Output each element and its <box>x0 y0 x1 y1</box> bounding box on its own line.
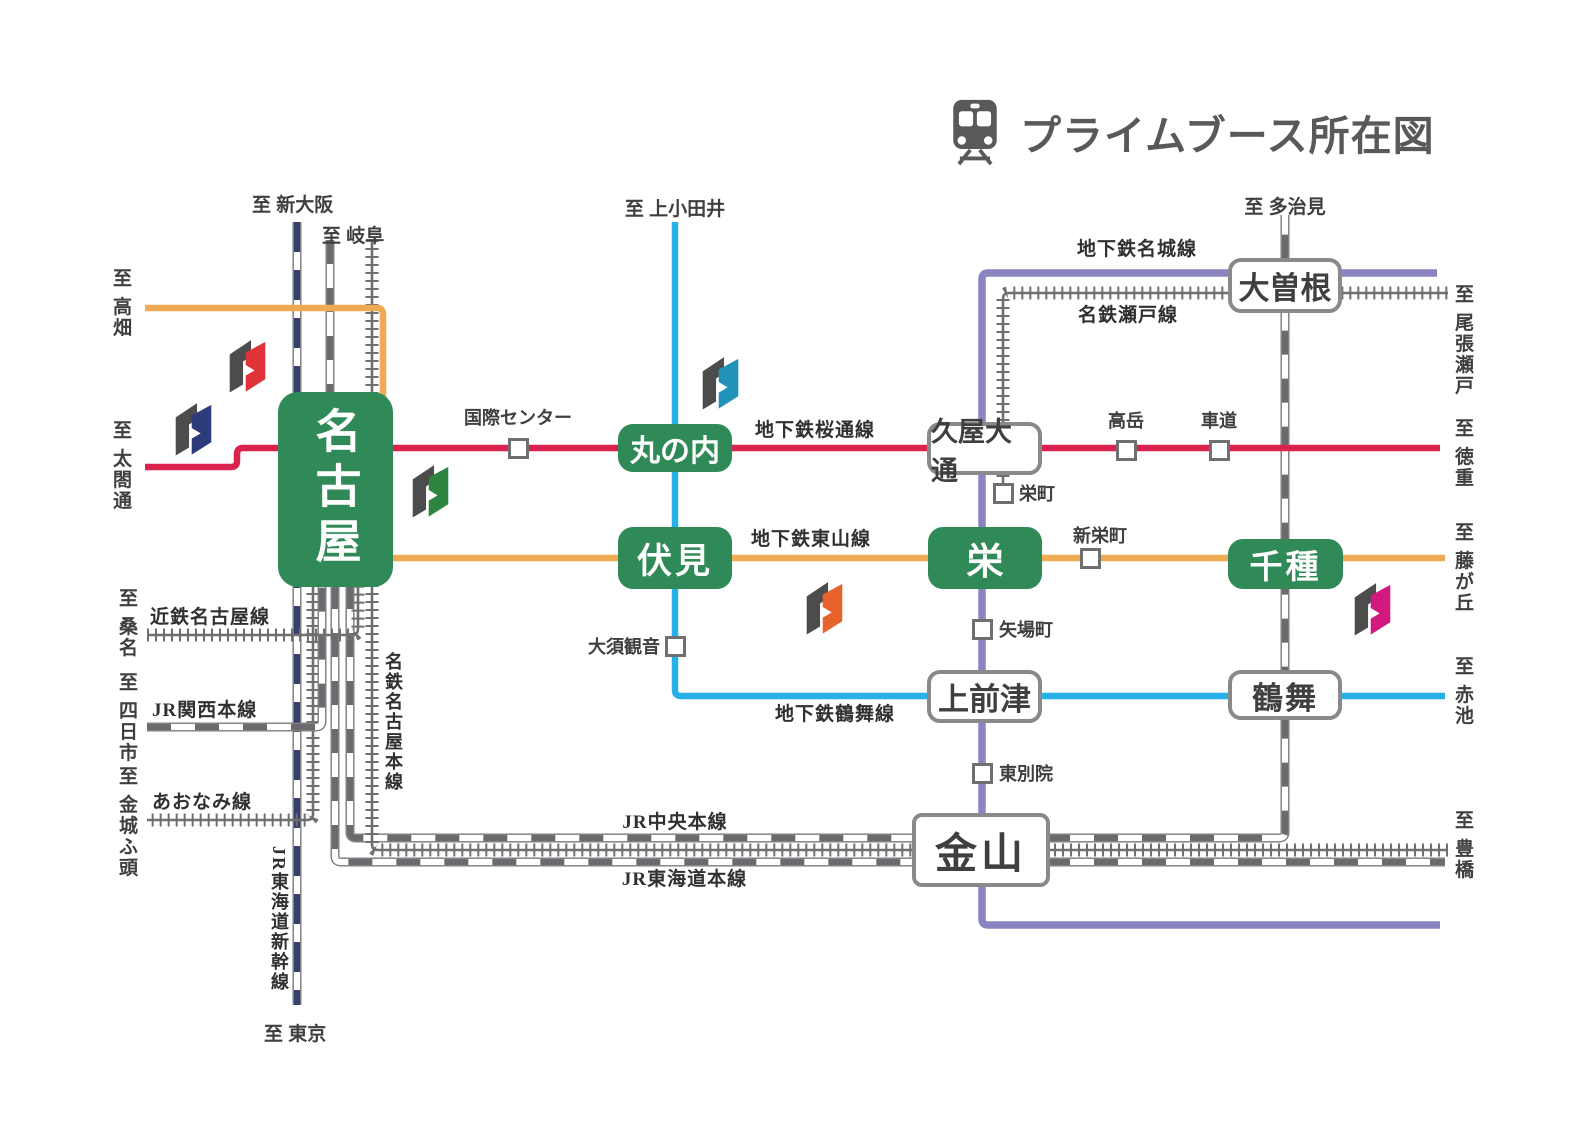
station-chikusa: 千種 <box>1228 539 1343 589</box>
station-fushimi: 伏見 <box>618 527 732 589</box>
station-square-osu-kannon <box>665 636 686 657</box>
prime-booth-logo-magenta <box>1354 583 1391 636</box>
station-fushimi-label: 伏見 <box>636 541 713 581</box>
station-square-takaoka <box>1116 440 1137 461</box>
station-ozone: 大曽根 <box>1228 258 1342 313</box>
line-label-higashiyama: 地下鉄東山線 <box>750 529 871 550</box>
label-kurumamichi: 車道 <box>1201 411 1237 431</box>
station-square-yabacho <box>972 619 993 640</box>
prime-booth-logo-navy <box>175 403 212 456</box>
station-kamimaezu-label: 上前津 <box>938 682 1031 717</box>
edge-label-fujigaoka: 至 藤が丘 <box>1452 522 1473 614</box>
label-kokusai-center: 国際センター <box>464 408 572 428</box>
station-hisaya-odori: 久屋大通 <box>927 417 1042 486</box>
station-sakae: 栄 <box>928 527 1042 589</box>
line-label-sakuradori: 地下鉄桜通線 <box>754 420 875 441</box>
station-kanayama-label: 金山 <box>934 829 1027 877</box>
line-label-meijo: 地下鉄名城線 <box>1076 239 1197 260</box>
edge-label-tokushige: 至 徳重 <box>1452 418 1473 489</box>
label-sakaemachi: 栄町 <box>1019 484 1055 504</box>
sakuradori-line <box>145 444 1440 471</box>
line-label-tsurumai: 地下鉄鶴舞線 <box>774 704 895 725</box>
line-label-shinkansen: JR東海道新幹線 <box>269 846 289 992</box>
edge-label-gifu: 至 岐阜 <box>322 226 385 247</box>
page-title: プライムブース所在図 <box>1020 113 1435 159</box>
line-label-chuo: JR中央本線 <box>622 812 728 833</box>
edge-label-tokyo: 至 東京 <box>264 1024 327 1045</box>
edge-label-takabata: 至 高畑 <box>110 268 131 339</box>
line-label-meitetsu-honsen: 名鉄名古屋本線 <box>383 652 403 792</box>
label-shin-sakaemachi: 新栄町 <box>1073 526 1127 546</box>
label-takaoka: 高岳 <box>1108 411 1144 431</box>
station-square-sakaemachi <box>993 483 1014 504</box>
prime-booth-logo-orange <box>806 582 843 635</box>
station-marunouchi: 丸の内 <box>618 424 732 472</box>
higashiyama-line-west <box>145 304 387 430</box>
line-label-kintetsu: 近鉄名古屋線 <box>150 607 271 628</box>
station-square-kurumamichi <box>1209 440 1230 461</box>
station-nagoya-label: 名古屋 <box>309 407 362 572</box>
line-label-kansai: JR関西本線 <box>152 700 258 721</box>
station-square-kokusai-center <box>508 438 529 459</box>
edge-label-shin-osaka: 至 新大阪 <box>252 195 334 216</box>
edge-label-toyohashi: 至 豊橋 <box>1452 810 1473 881</box>
edge-label-taikodori: 至 太閤通 <box>110 420 131 512</box>
edge-label-kamiotai: 至 上小田井 <box>624 199 726 220</box>
line-label-seto: 名鉄瀬戸線 <box>1077 305 1178 326</box>
label-yabacho: 矢場町 <box>999 620 1053 640</box>
line-label-aonami: あおなみ線 <box>152 792 253 813</box>
prime-booth-logo-red <box>229 340 266 393</box>
station-tsurumai-label: 鶴舞 <box>1252 680 1318 716</box>
edge-label-yokkaichi: 至 四日市 <box>116 672 137 764</box>
station-square-higashi-betsuin <box>972 763 993 784</box>
line-label-tokaido: JR東海道本線 <box>621 869 748 890</box>
station-sakae-label: 栄 <box>966 541 1004 582</box>
edge-label-kinjofuto: 至 金城ふ頭 <box>116 766 137 879</box>
edge-label-akaike: 至 赤池 <box>1452 656 1473 727</box>
train-icon <box>953 99 997 166</box>
label-osu-kannon: 大須観音 <box>588 637 660 657</box>
station-marunouchi-label: 丸の内 <box>630 435 720 468</box>
station-nagoya: 名古屋 <box>278 392 393 587</box>
station-square-shin-sakaemachi <box>1080 548 1101 569</box>
prime-booth-logo-green <box>412 465 449 518</box>
station-chikusa-label: 千種 <box>1249 548 1322 585</box>
station-kamimaezu: 上前津 <box>927 670 1042 723</box>
edge-label-kuwana: 至 桑名 <box>116 588 137 659</box>
map-title-block: プライムブース所在図 <box>946 98 1435 166</box>
edge-label-owari-seto: 至 尾張瀬戸 <box>1452 284 1473 397</box>
tsurumai-line <box>671 222 1445 700</box>
prime-booth-logo-teal <box>702 357 739 410</box>
station-ozone-label: 大曽根 <box>1238 271 1332 306</box>
station-hisaya-odori-label: 久屋大通 <box>931 416 1012 486</box>
station-kanayama: 金山 <box>912 813 1050 887</box>
station-tsurumai: 鶴舞 <box>1228 670 1342 720</box>
label-higashi-betsuin: 東別院 <box>999 764 1053 784</box>
meijo-line <box>978 269 1440 929</box>
edge-label-tajimi: 至 多治見 <box>1244 197 1326 218</box>
